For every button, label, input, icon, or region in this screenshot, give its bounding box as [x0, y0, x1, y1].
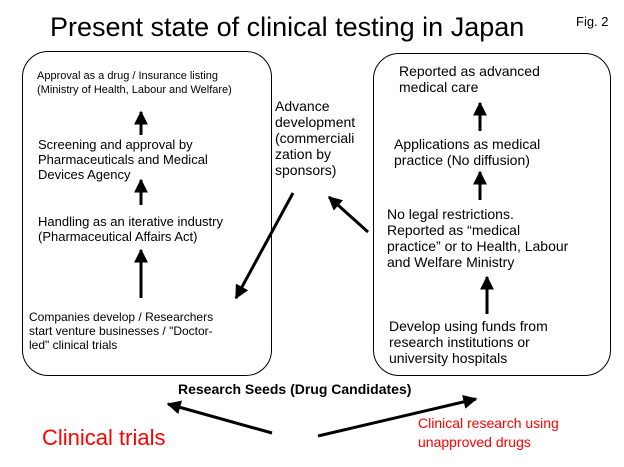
figure-label: Fig. 2 [576, 14, 609, 29]
arrow-to-research-seeds-right [317, 395, 478, 438]
unapproved-drugs-research-label: Clinical research using unapproved drugs [418, 415, 559, 450]
arrow-to-research-seeds-left [166, 400, 273, 435]
left-process-box [22, 51, 272, 376]
clinical-trials-label: Clinical trials [42, 425, 166, 450]
screening-step: Screening and approval by Pharmaceutical… [38, 137, 208, 182]
arrow-advance-to-companies [234, 192, 295, 300]
research-seeds-label: Research Seeds (Drug Candidates) [178, 381, 412, 397]
approval-step: Approval as a drug / Insurance listing (… [37, 70, 232, 96]
develop-using-funds: Develop using funds from research instit… [389, 318, 548, 366]
page-title: Present state of clinical testing in Jap… [50, 12, 525, 42]
no-legal-restrictions: No legal restrictions. Reported as “medi… [387, 206, 569, 270]
companies-step: Companies develop / Researchers start ve… [29, 310, 214, 352]
right-process-box [373, 53, 611, 376]
reported-advanced-care: Reported as advanced medical care [399, 63, 540, 95]
arrow-right-to-advance [327, 195, 370, 234]
applications-medical-practice: Applications as medical practice (No dif… [394, 136, 541, 168]
handling-step: Handling as an iterative industry (Pharm… [38, 214, 223, 244]
advance-development: Advance development (commerciali zation … [275, 98, 356, 178]
